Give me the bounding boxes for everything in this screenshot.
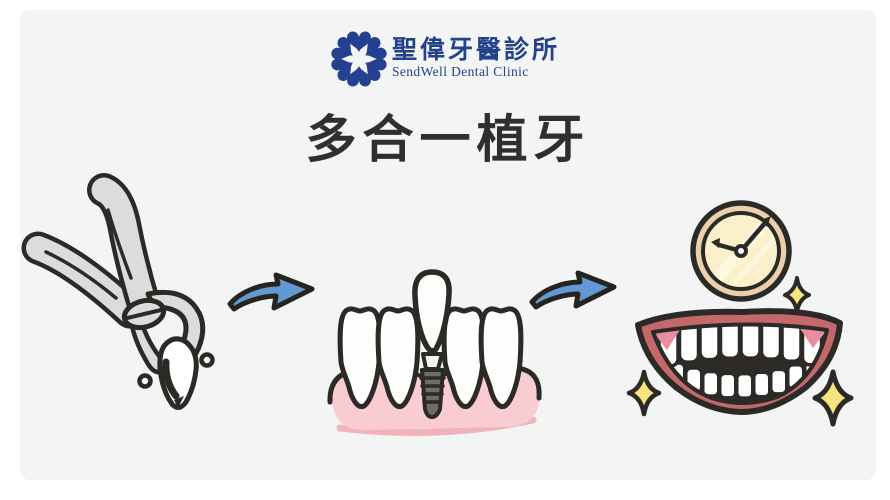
clinic-header: 聖偉牙醫診所 SendWell Dental Clinic [20,31,876,87]
clinic-name-en: SendWell Dental Clinic [391,63,529,79]
clock-icon [690,200,792,302]
debris-dot [199,352,215,368]
implant-crown [412,269,452,354]
gray-canvas: 聖偉牙醫診所 SendWell Dental Clinic 多合一植牙 [20,10,876,480]
sparkle-icon [626,369,662,417]
page-title: 多合一植牙 [305,111,591,168]
arrow-right-icon [529,270,617,310]
sparkle-icon [783,276,811,314]
tooth [478,306,524,410]
flower-logo-icon [331,31,387,87]
clinic-name-zh: 聖偉牙醫診所 [391,36,560,65]
implant-abutment [421,352,444,371]
arrow-right-icon [227,272,315,312]
smile-clock-icon [626,200,854,427]
smile-mouth [635,308,843,415]
debris-dot [137,373,153,389]
dental-implant-icon [327,269,542,436]
sparkle-icon [812,369,854,427]
extraction-forceps-icon [21,173,215,410]
